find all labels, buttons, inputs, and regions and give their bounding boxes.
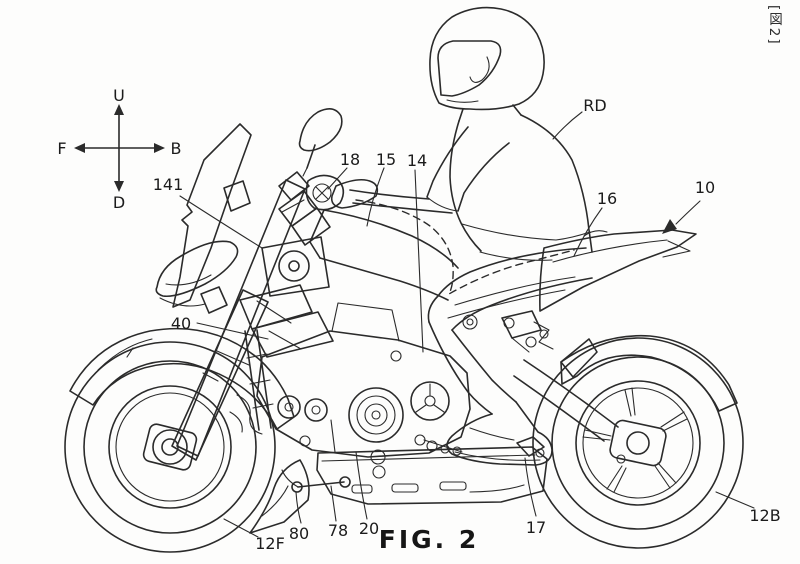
front-wheel	[64, 341, 276, 553]
rider-torso	[449, 104, 593, 253]
ref-label-141: 141	[153, 175, 184, 194]
handlebar-controls	[278, 171, 379, 246]
ref-label-80: 80	[289, 524, 309, 543]
front-fender	[69, 327, 295, 430]
ref-label-15: 15	[376, 150, 396, 169]
rider-leg	[427, 247, 593, 415]
ref-label-rd: RD	[583, 96, 606, 115]
headlight-cowl	[155, 240, 239, 314]
rider-boot	[446, 401, 553, 466]
figure-caption: FIG. 2	[379, 525, 480, 554]
shift-linkage	[281, 469, 351, 493]
ref-label-14: 14	[407, 151, 427, 170]
ref-label-18: 18	[340, 150, 360, 169]
tail-cowl	[539, 229, 697, 312]
compass-front-label: F	[57, 139, 66, 158]
footrest-bracket	[423, 436, 545, 458]
rear-view-mirror	[298, 108, 343, 177]
lower-cowl	[249, 459, 310, 534]
fuel-tank	[309, 209, 553, 301]
ref-label-16: 16	[597, 189, 617, 208]
rider-hand-on-grip	[305, 174, 345, 211]
rider-arm	[349, 126, 510, 214]
hidden-edge-dashed-line	[355, 199, 575, 296]
rear-fender-hugger	[560, 334, 738, 412]
rear-wheel	[532, 337, 744, 549]
direction-compass: U D F B	[57, 86, 181, 212]
front-fork	[171, 179, 306, 461]
ref-label-12f: 12F	[255, 534, 285, 553]
rider	[349, 6, 593, 466]
rider-helmet	[429, 6, 545, 111]
ref-label-40: 40	[171, 314, 191, 333]
ref-label-20: 20	[359, 519, 379, 538]
windshield	[172, 123, 252, 308]
frame-and-radiator	[229, 236, 576, 435]
ref-label-78: 78	[328, 521, 348, 540]
leader-lines	[179, 111, 755, 538]
engine	[256, 302, 478, 479]
compass-up-label: U	[113, 86, 125, 105]
ref-label-12b: 12B	[749, 506, 780, 525]
compass-down-label: D	[113, 193, 125, 212]
figure-corner-tag: [図2]	[766, 5, 782, 46]
ref-label-10: 10	[695, 178, 715, 197]
pillion-bracket	[501, 310, 554, 353]
compass-back-label: B	[171, 139, 182, 158]
ref-label-17: 17	[526, 518, 546, 537]
reference-labels: 141 18 15 14 RD 16 10 40 80 78 20 17 12F…	[153, 96, 781, 553]
